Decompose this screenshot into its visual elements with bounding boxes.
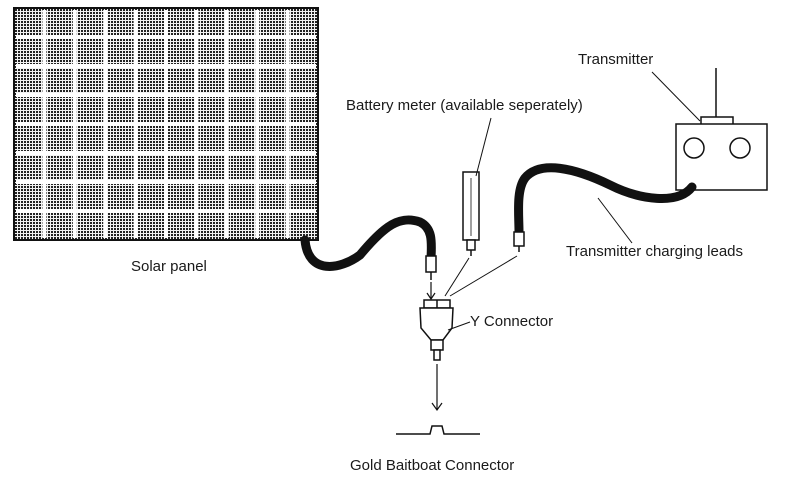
battery-meter-label: Battery meter (available seperately)	[346, 97, 583, 114]
gold-connector-label: Gold Baitboat Connector	[350, 457, 515, 474]
gold-baitboat-connector	[396, 425, 480, 435]
y-to-gold-arrow	[431, 364, 443, 412]
charging-leads-label-leader	[597, 197, 633, 244]
solar-panel-label: Solar panel	[131, 258, 207, 275]
transmitter	[675, 68, 768, 191]
y-connector	[419, 299, 454, 361]
solar-panel-plug	[425, 255, 437, 280]
y-connector-feed-lines	[444, 255, 518, 297]
transmitter-plug	[513, 231, 525, 252]
battery-meter	[462, 171, 480, 256]
solar-panel-cable	[300, 215, 436, 271]
charging-leads-label: Transmitter charging leads	[566, 243, 744, 260]
y-connector-label-leader	[447, 321, 471, 331]
solar-panel-grid	[16, 10, 316, 238]
transmitter-cable	[514, 163, 697, 237]
y-connector-label: Y Connector	[470, 313, 554, 330]
solar-panel	[13, 7, 319, 241]
solar-to-y-arrow	[426, 282, 436, 301]
transmitter-label: Transmitter	[578, 51, 654, 68]
transmitter-label-leader	[651, 71, 701, 122]
battery-meter-label-leader	[475, 117, 492, 177]
